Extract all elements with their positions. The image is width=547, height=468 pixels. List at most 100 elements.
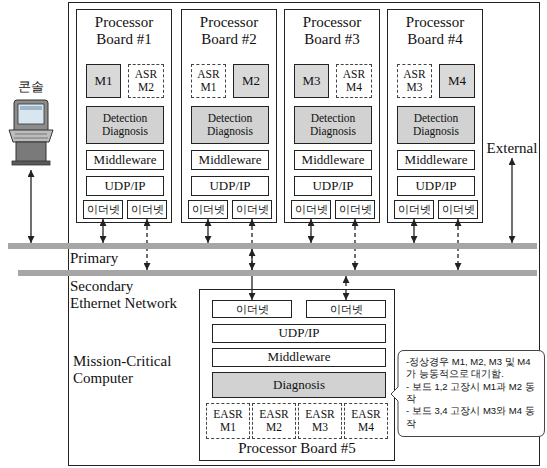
layer-box: Middleware xyxy=(212,348,386,367)
module-box: M1 xyxy=(86,64,121,98)
layer-box: Middleware xyxy=(191,150,269,170)
processor-board: Processor Board #5 이더넷 이더넷 UDP/IP Middleware… xyxy=(199,289,395,461)
node-label: M2 xyxy=(242,74,260,88)
node-label: Middleware xyxy=(268,350,331,364)
standby-module-box: ASR M3 xyxy=(397,64,432,98)
network-link xyxy=(30,170,31,243)
ethernet-port: 이더넷 xyxy=(438,200,478,219)
console-body xyxy=(14,100,48,140)
node-label: 이더넷 xyxy=(236,203,269,215)
node-label: EASR M3 xyxy=(299,408,341,433)
standby-module-box: EASR M4 xyxy=(344,403,388,439)
node-label: Processor Board #1 xyxy=(77,14,171,47)
processor-board: Processor Board #1 M1 ASR M2 Detection Diag… xyxy=(76,9,172,223)
node-label: Middleware xyxy=(199,153,262,167)
callout-outline xyxy=(391,351,545,437)
node-label: UDP/IP xyxy=(415,179,456,193)
node-label: UDP/IP xyxy=(209,179,250,193)
node-label: 이더넷 xyxy=(442,203,475,215)
node-label: Detection Diagnosis xyxy=(87,112,163,137)
node-label: 이더넷 xyxy=(339,203,372,215)
node-label: Processor Board #5 xyxy=(200,440,394,457)
node-label: Detection Diagnosis xyxy=(398,112,474,137)
console-base xyxy=(16,142,46,162)
node-label: ASR M3 xyxy=(398,68,431,93)
module-box: M4 xyxy=(439,64,475,98)
ethernet-port: 이더넷 xyxy=(335,200,375,219)
bus-label: Secondary Ethernet Network xyxy=(70,278,182,311)
node-label: Middleware xyxy=(405,153,468,167)
diagnosis-box: Diagnosis xyxy=(212,372,386,398)
node-label: Processor Board #2 xyxy=(182,14,276,47)
node-label: EASR M2 xyxy=(253,408,295,433)
node-label: External xyxy=(487,140,538,157)
diagnosis-box: Detection Diagnosis xyxy=(397,106,475,144)
network-link xyxy=(345,276,346,300)
network-link xyxy=(511,158,512,243)
ethernet-port: 이더넷 xyxy=(212,300,292,318)
processor-board: Processor Board #2 ASR M1 M2Detection Diag… xyxy=(181,9,277,223)
note-callout: -정상경우 M1, M2, M3 및 M4 가 능동적으로 대기함.- 보드 1… xyxy=(394,350,545,437)
layer-box: UDP/IP xyxy=(294,176,372,196)
console-keys xyxy=(15,134,47,135)
node-label: Middleware xyxy=(302,153,365,167)
ethernet-port: 이더넷 xyxy=(394,200,434,219)
diagnosis-box: Detection Diagnosis xyxy=(294,106,372,144)
console-screen xyxy=(18,104,44,124)
module-box: M3 xyxy=(294,64,329,98)
standby-module-box: ASR M1 xyxy=(191,64,226,98)
node-label: Detection Diagnosis xyxy=(192,112,268,137)
node-label: Mission-Critical Computer xyxy=(73,353,183,386)
node-label: Middleware xyxy=(94,153,157,167)
node-label: 이더넷 xyxy=(192,203,225,215)
console-screen-bar xyxy=(20,106,42,110)
node-label: 이더넷 xyxy=(131,203,164,215)
layer-box: Middleware xyxy=(86,150,164,170)
console-keyboard xyxy=(9,130,53,142)
node-label: 이더넷 xyxy=(236,303,269,315)
node-label: Diagnosis xyxy=(273,378,325,392)
ethernet-port: 이더넷 xyxy=(188,200,228,219)
node-label: ASR M2 xyxy=(129,68,163,93)
node-label: 이더넷 xyxy=(87,203,120,215)
standby-module-box: ASR M2 xyxy=(128,64,164,98)
ethernet-port: 이더넷 xyxy=(83,200,123,219)
note-text: - 보드 3,4 고장시 M3와 M4 동작 xyxy=(406,405,539,430)
diagnosis-box: Detection Diagnosis xyxy=(86,106,164,144)
node-label: M3 xyxy=(302,74,320,88)
diagnosis-box: Detection Diagnosis xyxy=(191,106,269,144)
console-keys xyxy=(14,138,48,139)
node-label: M4 xyxy=(448,74,466,88)
node-label: UDP/IP xyxy=(312,179,353,193)
layer-box: UDP/IP xyxy=(212,324,386,343)
layer-box: UDP/IP xyxy=(86,176,164,196)
node-label: 콘솔 xyxy=(4,80,58,94)
network-bus: Primary xyxy=(8,243,537,249)
note-text: - 보드 1,2 고장시 M1과 M2 동작 xyxy=(406,381,539,406)
bus-label: Primary xyxy=(70,250,118,267)
node-label: 이더넷 xyxy=(330,303,363,315)
layer-box: UDP/IP xyxy=(397,176,475,196)
ethernet-port: 이더넷 xyxy=(291,200,331,219)
external-link: External xyxy=(486,138,538,158)
node-label: 이더넷 xyxy=(295,203,328,215)
standby-module-box: EASR M3 xyxy=(298,403,342,439)
node-label: M1 xyxy=(94,74,112,88)
layer-box: Middleware xyxy=(294,150,372,170)
note-text: -정상경우 M1, M2, M3 및 M4 가 능동적으로 대기함. xyxy=(406,356,539,381)
node-label: Processor Board #4 xyxy=(388,14,482,47)
node-label: EASR M4 xyxy=(345,408,387,433)
ethernet-port: 이더넷 xyxy=(232,200,272,219)
node-label: EASR M1 xyxy=(207,408,249,433)
node-label: UDP/IP xyxy=(278,326,319,340)
ethernet-port: 이더넷 xyxy=(306,300,386,318)
node-label: Detection Diagnosis xyxy=(295,112,371,137)
layer-box: Middleware xyxy=(397,150,475,170)
node-label: ASR M1 xyxy=(192,68,225,93)
standby-module-box: EASR M2 xyxy=(252,403,296,439)
processor-board: Processor Board #4 ASR M3 M4Detection Diag… xyxy=(387,9,483,223)
network-bus: Secondary Ethernet Network xyxy=(18,270,537,276)
module-box: M2 xyxy=(233,64,269,98)
processor-board: Processor Board #3M3ASR M4Detection Diag… xyxy=(284,9,380,223)
